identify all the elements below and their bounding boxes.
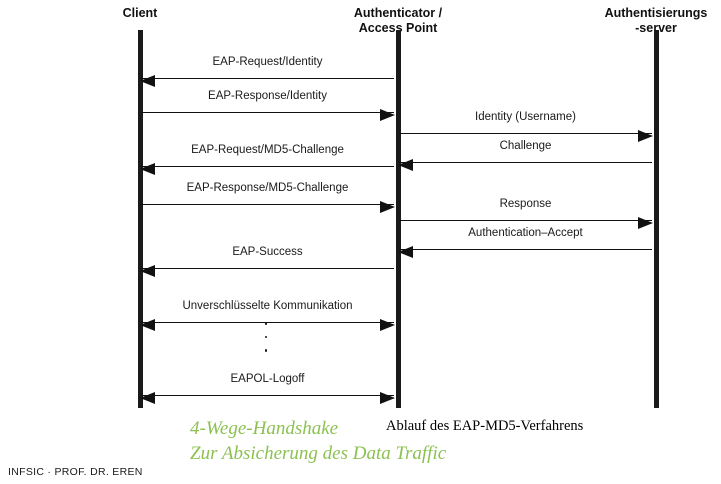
arrow-head-left-icon: [140, 264, 155, 277]
lifeline-server: [654, 30, 659, 408]
arrow-shaft: [141, 395, 394, 396]
message-label: EAP-Success: [232, 246, 303, 258]
message-response: Response: [399, 198, 653, 229]
arrow-head-left-icon: [398, 158, 413, 171]
arrow-head-left-icon: [140, 391, 155, 404]
column-header-client: Client: [122, 6, 158, 20]
arrow-shaft: [141, 112, 394, 113]
footer-credit: INFSIC · PROF. DR. EREN: [8, 466, 143, 478]
message-label: Authentication–Accept: [468, 227, 583, 239]
arrow-head-right-icon: [380, 318, 395, 331]
arrow-shaft: [141, 322, 394, 323]
message-eap-request-identity: EAP-Request/Identity: [140, 56, 394, 87]
annotation-line-2: Zur Absicherung des Data Traffic: [190, 443, 447, 464]
message-label: Response: [499, 198, 552, 210]
arrow-head-left-icon: [140, 318, 155, 331]
message-challenge: Challenge: [398, 140, 652, 171]
arrow-shaft: [399, 249, 652, 250]
arrow-head-right-icon: [638, 216, 653, 229]
arrow-shaft: [141, 166, 394, 167]
arrow-shaft: [399, 133, 652, 134]
column-header-server: Authentisierungs -server: [604, 6, 708, 35]
arrow-shaft: [399, 220, 652, 221]
message-authentication-accept: Authentication–Accept: [398, 227, 652, 258]
arrow-shaft: [141, 268, 394, 269]
arrow-head-right-icon: [380, 200, 395, 213]
arrow-shaft: [141, 204, 394, 205]
arrow-head-left-icon: [140, 162, 155, 175]
ellipsis-dot: [264, 349, 268, 352]
message-eap-success: EAP-Success: [140, 246, 394, 277]
lifeline-client: [138, 30, 143, 408]
message-label: EAP-Response/Identity: [208, 90, 327, 102]
message-identity-username: Identity (Username): [399, 111, 653, 142]
message-eap-response-identity: EAP-Response/Identity: [141, 90, 395, 121]
message-label: Unverschlüsselte Kommunikation: [182, 300, 353, 312]
message-label: EAPOL-Logoff: [230, 373, 305, 385]
lifeline-authenticator: [396, 30, 401, 408]
message-label: Identity (Username): [475, 111, 576, 123]
message-label: EAP-Request/MD5-Challenge: [191, 144, 344, 156]
arrow-head-right-icon: [380, 108, 395, 121]
vertical-ellipsis: [258, 322, 274, 363]
message-eap-response-md5-challenge: EAP-Response/MD5-Challenge: [141, 182, 395, 213]
arrow-shaft: [141, 78, 394, 79]
arrow-head-right-icon: [380, 391, 395, 404]
arrow-shaft: [399, 162, 652, 163]
diagram-caption: Ablauf des EAP-MD5-Verfahrens: [386, 418, 584, 434]
message-label: EAP-Response/MD5-Challenge: [186, 182, 349, 194]
message-unverschluesselte-kommunikation: Unverschlüsselte Kommunikation: [140, 300, 395, 331]
message-label: EAP-Request/Identity: [212, 56, 323, 68]
message-label: Challenge: [499, 140, 552, 152]
arrow-head-right-icon: [638, 129, 653, 142]
message-eapol-logoff: EAPOL-Logoff: [140, 373, 395, 404]
column-header-authenticator: Authenticator / Access Point: [353, 6, 443, 35]
arrow-head-left-icon: [140, 74, 155, 87]
annotation-line-1: 4-Wege-Handshake: [190, 418, 339, 439]
ellipsis-dot: [264, 322, 268, 325]
message-eap-request-md5-challenge: EAP-Request/MD5-Challenge: [140, 144, 394, 175]
arrow-head-left-icon: [398, 245, 413, 258]
ellipsis-dot: [264, 335, 268, 338]
